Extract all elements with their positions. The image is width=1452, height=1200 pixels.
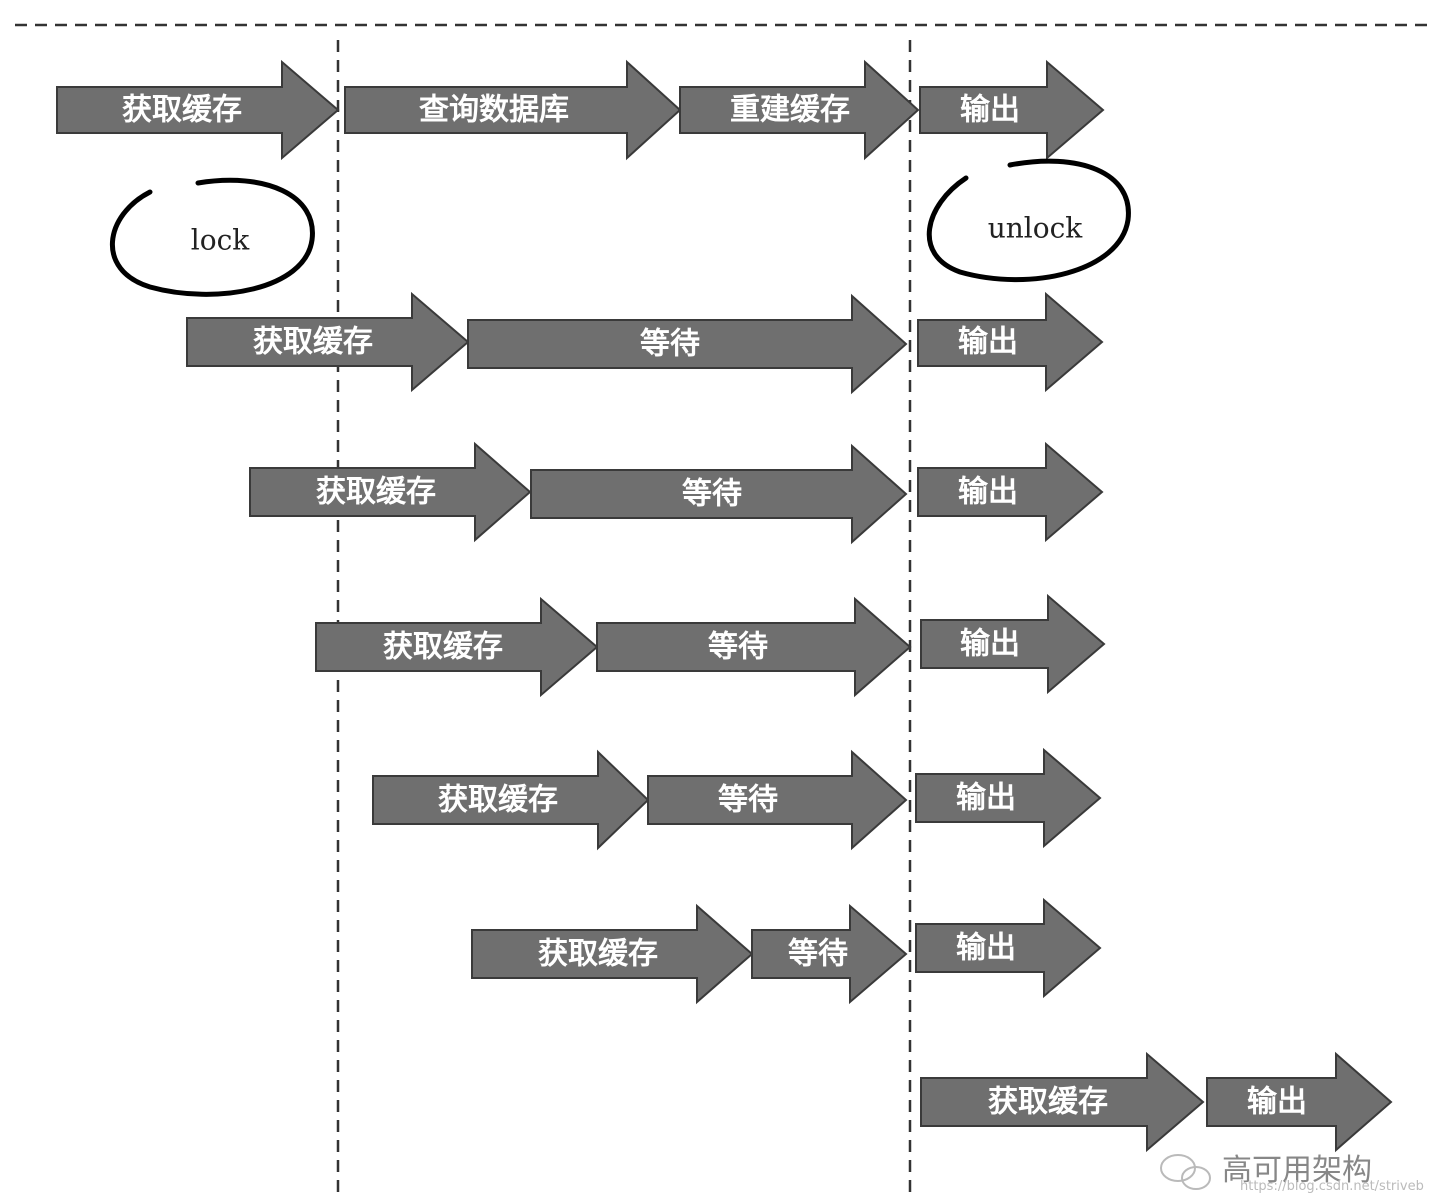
arrow-wait: 等待 <box>467 293 908 395</box>
arrow-output: 输出 <box>917 291 1104 393</box>
arrow-label: 重建缓存 <box>730 93 850 128</box>
arrow-get-cache: 获取缓存 <box>186 291 470 393</box>
arrow-wait: 等待 <box>647 749 908 851</box>
arrow-get-cache: 获取缓存 <box>920 1051 1205 1153</box>
unlock-label: unlock <box>988 212 1084 245</box>
arrow-wait: 等待 <box>596 596 912 698</box>
arrow-label: 获取缓存 <box>122 93 242 128</box>
arrow-label: 等待 <box>640 327 700 362</box>
arrow-label: 输出 <box>960 627 1020 662</box>
arrow-label: 输出 <box>956 931 1016 966</box>
arrow-output: 输出 <box>919 59 1105 161</box>
arrow-label: 输出 <box>958 475 1018 510</box>
lock-label: lock <box>191 224 250 257</box>
arrow-label: 等待 <box>708 630 768 665</box>
arrow-label: 等待 <box>682 477 742 512</box>
arrow-wait: 等待 <box>751 903 908 1005</box>
arrow-output: 输出 <box>920 593 1106 695</box>
arrow-output: 输出 <box>1206 1051 1393 1153</box>
arrow-label: 获取缓存 <box>988 1085 1108 1120</box>
arrow-wait: 等待 <box>530 443 908 545</box>
arrow-get-cache: 获取缓存 <box>315 596 599 698</box>
arrow-label: 获取缓存 <box>538 937 658 972</box>
arrow-label: 输出 <box>960 93 1020 128</box>
lock-annotation: lock <box>109 177 315 297</box>
arrow-rebuild-cache: 重建缓存 <box>679 59 920 161</box>
watermark-url: https://blog.csdn.net/striveb <box>1240 1179 1424 1194</box>
arrow-label: 等待 <box>718 783 778 818</box>
arrow-get-cache: 获取缓存 <box>249 441 532 543</box>
arrow-get-cache: 获取缓存 <box>471 903 754 1005</box>
unlock-annotation: unlock <box>926 158 1131 283</box>
watermark: 高可用架构 https://blog.csdn.net/striveb <box>1160 1153 1424 1194</box>
arrow-label: 输出 <box>956 781 1016 816</box>
arrow-label: 获取缓存 <box>316 475 436 510</box>
watermark-brand: 高可用架构 <box>1222 1153 1372 1188</box>
wechat-icon <box>1160 1154 1211 1190</box>
arrow-get-cache: 获取缓存 <box>372 749 650 851</box>
arrow-label: 查询数据库 <box>419 93 569 128</box>
arrow-output: 输出 <box>915 897 1102 999</box>
arrow-label: 输出 <box>958 325 1018 360</box>
arrow-get-cache: 获取缓存 <box>56 59 340 161</box>
arrow-label: 等待 <box>788 937 848 972</box>
arrow-output: 输出 <box>917 441 1104 543</box>
arrow-label: 获取缓存 <box>438 783 558 818</box>
arrow-label: 输出 <box>1247 1085 1307 1120</box>
arrow-label: 获取缓存 <box>383 630 503 665</box>
arrow-output: 输出 <box>915 747 1102 849</box>
arrow-query-db: 查询数据库 <box>344 59 682 161</box>
arrow-label: 获取缓存 <box>253 325 373 360</box>
